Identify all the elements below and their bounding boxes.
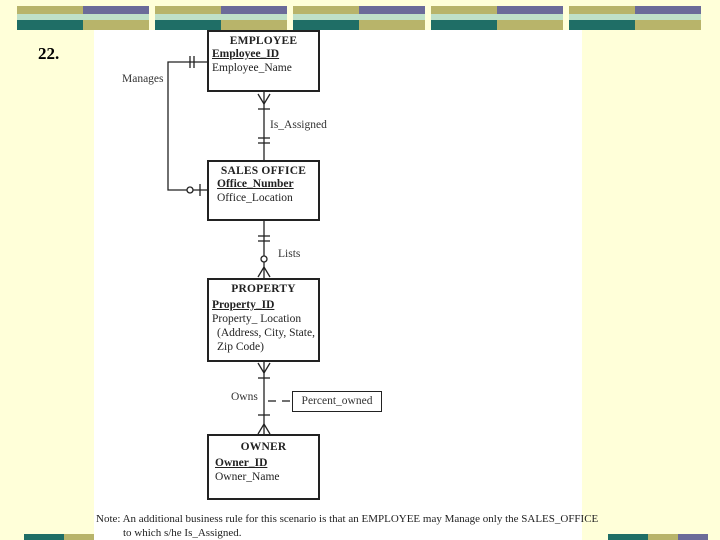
band-olive-top-0 bbox=[17, 6, 83, 14]
owner-attr: Owner_Name bbox=[215, 471, 280, 483]
band-slate-top-3 bbox=[497, 6, 563, 14]
band-teal-bottom-0 bbox=[24, 534, 64, 540]
band-mint-top-3 bbox=[431, 14, 563, 20]
band-olive2-top-3 bbox=[497, 20, 563, 30]
entity-employee: EMPLOYEE Employee_ID Employee_Name bbox=[207, 30, 320, 92]
band-olive-top-1 bbox=[155, 6, 221, 14]
property-attr-1: Property_ Location bbox=[212, 313, 302, 325]
lists-circle bbox=[260, 255, 268, 263]
employee-attr: Employee_Name bbox=[212, 62, 292, 74]
band-teal-top-0 bbox=[17, 20, 83, 30]
rel-owns: Owns bbox=[231, 391, 258, 403]
sales-office-attr: Office_Location bbox=[217, 192, 293, 204]
owner-pk: Owner_ID bbox=[215, 457, 268, 469]
rel-is-assigned: Is_Assigned bbox=[270, 119, 327, 131]
band-teal-bottom-1 bbox=[608, 534, 648, 540]
band-mint-top-2 bbox=[293, 14, 425, 20]
property-attr-2: (Address, City, State, bbox=[217, 327, 315, 339]
band-slate-top-1 bbox=[221, 6, 287, 14]
note-line-1: Note: An additional business rule for th… bbox=[96, 513, 599, 525]
owner-title: OWNER bbox=[240, 441, 287, 453]
connector-lines bbox=[167, 56, 290, 435]
entity-property: PROPERTY Property_ID Property_ Location … bbox=[207, 278, 320, 362]
band-teal-top-3 bbox=[431, 20, 497, 30]
lists-crowfoot bbox=[257, 265, 271, 278]
band-teal-top-4 bbox=[569, 20, 635, 30]
employee-title: EMPLOYEE bbox=[229, 35, 298, 47]
manages-line bbox=[167, 61, 207, 191]
band-slate-top-0 bbox=[83, 6, 149, 14]
band-olive-top-2 bbox=[293, 6, 359, 14]
property-pk: Property_ID bbox=[212, 299, 275, 311]
band-olive-top-4 bbox=[569, 6, 635, 14]
owns-crowfoot-top bbox=[257, 362, 271, 375]
sales-office-title: SALES OFFICE bbox=[220, 165, 307, 177]
band-mint-top-4 bbox=[569, 14, 701, 20]
band-teal-top-2 bbox=[293, 20, 359, 30]
er-diagram: EMPLOYEE Employee_ID Employee_Name SALES… bbox=[94, 30, 598, 540]
owns-crowfoot-bottom bbox=[257, 422, 271, 435]
property-title: PROPERTY bbox=[231, 283, 296, 295]
band-mint-top-0 bbox=[17, 14, 149, 20]
employee-pk: Employee_ID bbox=[212, 48, 280, 60]
band-slate-top-4 bbox=[635, 6, 701, 14]
rel-lists: Lists bbox=[278, 248, 301, 260]
entity-owner: OWNER Owner_ID Owner_Name bbox=[207, 434, 320, 500]
band-olive-bottom-1 bbox=[648, 534, 678, 540]
band-slate-top-2 bbox=[359, 6, 425, 14]
band-olive2-top-2 bbox=[359, 20, 425, 30]
is-assigned-crowfoot bbox=[257, 93, 271, 106]
property-attr-3: Zip Code) bbox=[217, 341, 264, 353]
entity-sales-office: SALES OFFICE Office_Number Office_Locati… bbox=[207, 160, 320, 221]
note-line-2: to which s/he Is_Assigned. bbox=[123, 527, 242, 539]
band-olive2-top-4 bbox=[635, 20, 701, 30]
band-olive2-top-0 bbox=[83, 20, 149, 30]
manages-circle bbox=[186, 186, 194, 194]
sales-office-pk: Office_Number bbox=[217, 178, 294, 190]
rel-manages: Manages bbox=[122, 73, 164, 85]
band-olive-bottom-0 bbox=[64, 534, 94, 540]
band-olive2-top-1 bbox=[221, 20, 287, 30]
band-teal-top-1 bbox=[155, 20, 221, 30]
band-olive-top-3 bbox=[431, 6, 497, 14]
band-mint-top-1 bbox=[155, 14, 287, 20]
band-slate-bottom-1 bbox=[678, 534, 708, 540]
relationship-attribute-box: Percent_owned bbox=[292, 391, 382, 412]
slide-number: 22. bbox=[38, 44, 60, 63]
